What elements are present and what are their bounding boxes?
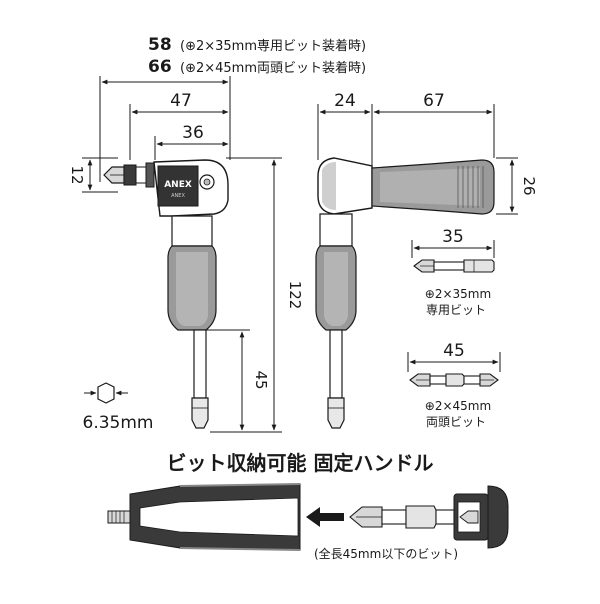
front-shaft bbox=[193, 329, 207, 399]
spec-66-value: 66 bbox=[148, 57, 172, 77]
spec-58-note: (⊕2×35mm専用ビット装着時) bbox=[180, 38, 366, 54]
bottom-bit-drawing bbox=[349, 505, 455, 529]
hex-size-label: 6.35mm bbox=[83, 413, 154, 433]
dim-47-label: 47 bbox=[170, 91, 192, 111]
dimension-26-line bbox=[496, 157, 518, 215]
dimension-67-line bbox=[373, 104, 495, 158]
spec-66-note: (⊕2×45mm両頭ビット装着時) bbox=[180, 60, 366, 76]
dimension-45b-line bbox=[407, 352, 501, 372]
dim-36-label: 36 bbox=[182, 123, 204, 143]
grip-ridges bbox=[457, 166, 484, 208]
dimension-66-line bbox=[99, 76, 231, 182]
dim-12-label: 12 bbox=[68, 165, 86, 184]
handle-caption: (全長45mm以下のビット) bbox=[314, 546, 458, 561]
end-cap bbox=[453, 485, 509, 549]
spec-line-1: 58 (⊕2×35mm専用ビット装着時) bbox=[148, 35, 366, 55]
brand-sub-text: ANEX bbox=[171, 193, 185, 199]
dimension-35-line bbox=[411, 240, 495, 258]
bit-45-type: 両頭ビット bbox=[426, 415, 486, 429]
dim-45-label: 45 bbox=[252, 370, 270, 389]
dimension-12-line bbox=[82, 157, 118, 193]
bit-35-type: 専用ビット bbox=[426, 303, 486, 317]
side-view-tool bbox=[315, 157, 495, 429]
dimension-24-line bbox=[317, 104, 373, 170]
dim-26-label: 26 bbox=[520, 176, 538, 195]
dimension-122-line bbox=[210, 157, 282, 433]
handle-heading: ビット収納可能 固定ハンドル bbox=[167, 451, 434, 475]
dim-67-label: 67 bbox=[423, 91, 445, 111]
brand-logo-text: ANEX bbox=[164, 180, 192, 190]
dim-24-label: 24 bbox=[334, 91, 356, 111]
spec-58-value: 58 bbox=[148, 35, 172, 55]
bit-35-size: ⊕2×35mm bbox=[425, 287, 491, 301]
dimension-47-line bbox=[129, 104, 229, 160]
dimension-36-line bbox=[154, 136, 229, 160]
spec-line-2: 66 (⊕2×45mm両頭ビット装着時) bbox=[148, 57, 366, 77]
insert-arrow-icon bbox=[306, 507, 344, 527]
dimension-45-line bbox=[206, 329, 250, 431]
bit-45-drawing bbox=[409, 373, 499, 387]
dim-35-label: 35 bbox=[442, 227, 464, 247]
bit-45-size: ⊕2×45mm bbox=[425, 399, 491, 413]
bit-35-drawing bbox=[413, 259, 495, 273]
handle-cross-section bbox=[107, 483, 301, 551]
front-view-tool: ANEX ANEX bbox=[103, 159, 229, 429]
dim-45b-label: 45 bbox=[443, 341, 465, 361]
brand-plate bbox=[157, 165, 199, 207]
front-bit-tip bbox=[103, 162, 155, 188]
dim-122-label: 122 bbox=[286, 281, 304, 310]
hex-shank-icon bbox=[84, 382, 128, 404]
